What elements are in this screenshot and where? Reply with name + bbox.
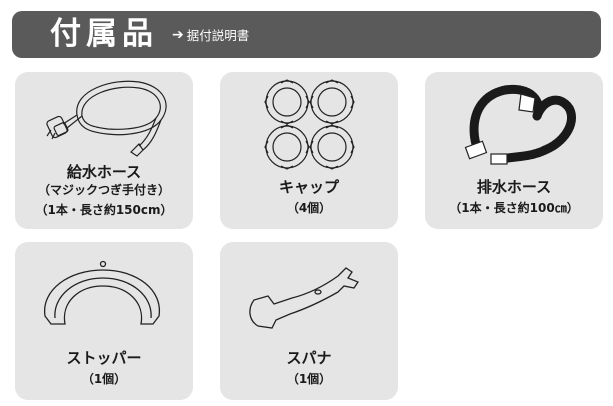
spanner-spec: （1個） xyxy=(286,372,332,386)
caps-illustration xyxy=(264,79,355,170)
card-stopper: ストッパー （1個） xyxy=(15,242,193,400)
drain-hose-spec: （1本・長さ約100㎝） xyxy=(449,201,579,215)
spanner-illustration xyxy=(249,267,359,329)
card-drain-hose: 排水ホース （1本・長さ約100㎝） xyxy=(425,72,603,229)
reference-link[interactable]: ➔ 据付説明書 xyxy=(172,25,249,44)
supply-hose-name: 給水ホース xyxy=(66,163,142,181)
caps-spec: （4個） xyxy=(286,201,332,215)
stopper-name: ストッパー xyxy=(66,349,142,367)
stopper-spec: （1個） xyxy=(81,372,127,386)
supply-hose-spec: （1本・長さ約150cm） xyxy=(35,203,173,217)
reference-label: 据付説明書 xyxy=(186,28,250,43)
card-spanner: スパナ （1個） xyxy=(220,242,398,400)
card-caps: キャップ （4個） xyxy=(220,72,398,229)
arrow-right-icon: ➔ xyxy=(172,26,184,43)
drain-hose-illustration xyxy=(464,84,576,165)
card-supply-hose: 給水ホース （マジックつぎ手付き） （1本・長さ約150cm） xyxy=(15,72,193,229)
stopper-illustration xyxy=(44,260,160,325)
section-header: 付属品 ➔ 据付説明書 xyxy=(12,11,601,58)
caps-name: キャップ xyxy=(278,178,339,196)
drain-hose-name: 排水ホース xyxy=(476,178,552,196)
supply-hose-illustration xyxy=(46,80,167,157)
spanner-name: スパナ xyxy=(286,349,332,367)
section-title: 付属品 xyxy=(50,16,158,52)
supply-hose-note: （マジックつぎ手付き） xyxy=(37,183,170,197)
